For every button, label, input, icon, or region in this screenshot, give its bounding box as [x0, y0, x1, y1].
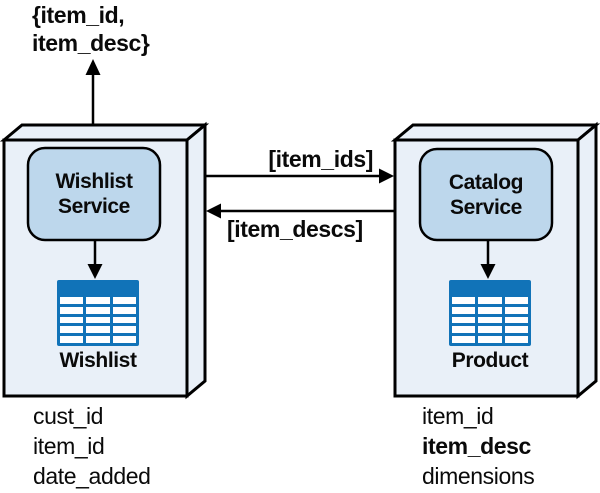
table-cell — [452, 326, 476, 334]
table-header-band — [60, 283, 136, 294]
product-table-icon — [449, 280, 531, 346]
table-cell — [60, 336, 84, 343]
table-cell — [478, 316, 502, 324]
table-cell — [452, 306, 476, 314]
field-item-id: item_id — [33, 433, 105, 459]
catalog-service-shape — [418, 147, 554, 242]
product-table-label: Product — [451, 349, 529, 372]
table-cell — [478, 336, 502, 343]
response-message-label: [item_descs] — [227, 216, 363, 242]
wishlist-service-label: Wishlist Service — [55, 170, 133, 218]
table-header-band — [452, 283, 528, 294]
result-annotation: {item_id, item_desc} — [32, 2, 150, 56]
wishlist-table-icon — [57, 280, 139, 346]
wishlist-box-side-face — [185, 121, 207, 400]
table-cell — [86, 326, 110, 334]
table-cell — [112, 306, 136, 314]
table-cell — [60, 316, 84, 324]
table-cell — [478, 306, 502, 314]
table-cell — [504, 297, 528, 304]
result-arrow — [85, 59, 101, 125]
response-arrow — [206, 203, 394, 219]
request-arrow — [206, 168, 394, 184]
field-cust-id: cust_id — [33, 403, 104, 429]
table-cell — [452, 336, 476, 343]
table-cell — [478, 326, 502, 334]
field-item-id: item_id — [422, 403, 494, 429]
wishlist-fields: cust_id item_id date_added — [33, 401, 151, 491]
wishlist-service-to-table-arrow — [87, 240, 103, 279]
field-item-desc: item_desc — [422, 433, 531, 459]
arrowhead-left-icon — [206, 203, 221, 219]
table-cell — [60, 297, 84, 304]
field-date-added: date_added — [33, 463, 151, 489]
wishlist-box-top-face — [0, 123, 210, 142]
table-cell — [60, 326, 84, 334]
catalog-node-box — [390, 121, 600, 400]
arrowhead-up-icon — [85, 59, 101, 75]
table-cell — [452, 316, 476, 324]
table-cell — [478, 297, 502, 304]
table-cell — [112, 336, 136, 343]
catalog-service-to-table-arrow — [480, 240, 496, 279]
wishlist-table-label: Wishlist — [59, 349, 137, 372]
field-dimensions: dimensions — [422, 463, 535, 489]
table-cell — [86, 316, 110, 324]
table-cell — [504, 306, 528, 314]
table-cell — [112, 297, 136, 304]
table-cell — [86, 297, 110, 304]
arrowhead-down-icon — [87, 264, 103, 279]
catalog-box-side-face — [576, 121, 598, 400]
catalog-fields: item_id item_desc dimensions — [422, 401, 535, 491]
table-cell — [60, 306, 84, 314]
arrowhead-down-icon — [480, 264, 496, 279]
table-cell — [86, 306, 110, 314]
table-cell — [112, 316, 136, 324]
table-cell — [86, 336, 110, 343]
table-cell — [112, 326, 136, 334]
table-cell — [504, 336, 528, 343]
catalog-box-top-face — [390, 123, 600, 142]
arrowhead-right-icon — [379, 168, 394, 184]
request-message-label: [item_ids] — [268, 146, 373, 172]
catalog-service-label: Catalog Service — [448, 171, 524, 219]
table-cell — [452, 297, 476, 304]
table-cell — [504, 316, 528, 324]
table-cell — [504, 326, 528, 334]
